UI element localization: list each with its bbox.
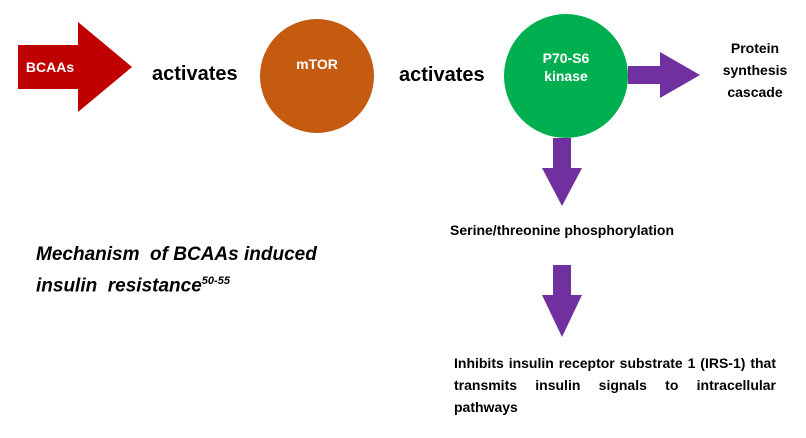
arrow-to-serine-phosphorylation: [542, 138, 582, 206]
bcaas-arrow: [18, 22, 132, 112]
activates-label-2: activates: [399, 64, 485, 86]
diagram-caption: Mechanism of BCAAs induced insulin resis…: [36, 242, 356, 299]
mtor-node: [260, 19, 374, 133]
p70-s6-kinase-node: [504, 14, 628, 138]
p70-label-line2: kinase: [544, 68, 588, 84]
arrow-to-protein-synthesis: [628, 52, 700, 98]
bcaas-label: BCAAs: [25, 59, 75, 75]
serine-threonine-label: Serine/threonine phosphorylation: [450, 222, 675, 238]
caption-line2: insulin resistance: [36, 275, 202, 297]
arrow-to-irs1-inhibition: [542, 265, 582, 337]
caption-line1: Mechanism of BCAAs induced: [36, 244, 317, 265]
protein-synthesis-line2: synthesis: [722, 62, 788, 78]
mtor-label: mTOR: [296, 56, 338, 72]
protein-synthesis-line1: Protein: [730, 40, 780, 56]
irs1-inhibition-text: Inhibits insulin receptor substrate 1 (I…: [454, 355, 776, 415]
caption-reference: 50-55: [201, 275, 230, 287]
p70-label-line1: P70-S6: [542, 50, 590, 66]
activates-label-1: activates: [152, 63, 238, 85]
protein-synthesis-line3: cascade: [727, 84, 783, 100]
